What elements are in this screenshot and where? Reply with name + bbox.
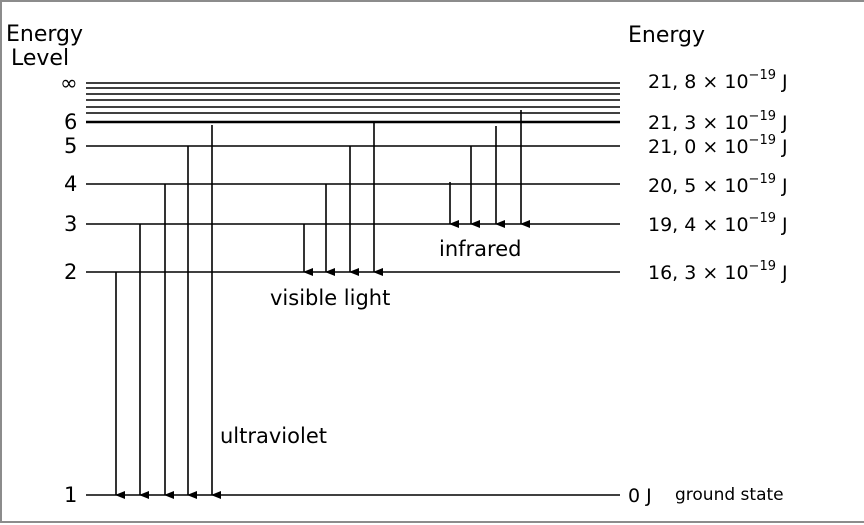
- level-label-2: 2: [64, 260, 77, 284]
- level-label-4: 4: [64, 172, 77, 196]
- energy-value-1: 0 J: [628, 485, 652, 507]
- svg-text:16, 3 × 10−19J: 16, 3 × 10−19J: [648, 259, 788, 284]
- visible-light-label: visible light: [270, 286, 390, 310]
- ultraviolet-arrows: [115, 125, 221, 499]
- svg-text:20, 5 × 10−19J: 20, 5 × 10−19J: [648, 172, 788, 197]
- energy-level-header: Energy: [6, 22, 83, 47]
- level-label-5: 5: [64, 134, 77, 158]
- svg-text:21, 0 × 10−19J: 21, 0 × 10−19J: [648, 133, 788, 158]
- ground-state-label: ground state: [675, 485, 784, 505]
- svg-text:21, 3 × 10−19J: 21, 3 × 10−19J: [648, 109, 788, 134]
- infrared-arrows: [449, 110, 530, 228]
- level-label-6: 6: [64, 110, 77, 134]
- level-label-3: 3: [64, 212, 77, 236]
- svg-text:21, 8 × 10−19J: 21, 8 × 10−19J: [648, 68, 788, 93]
- svg-text:19, 4 × 10−19J: 19, 4 × 10−19J: [648, 211, 788, 236]
- infrared-label: infrared: [439, 237, 521, 261]
- energy-header: Energy: [628, 23, 705, 48]
- continuum-lines: [86, 82, 620, 114]
- ultraviolet-label: ultraviolet: [220, 424, 327, 448]
- energy-level-header-line2: Level: [11, 46, 69, 71]
- level-label-infinity: ∞: [60, 71, 78, 95]
- level-label-1: 1: [64, 483, 77, 507]
- visible-arrows: [303, 122, 383, 276]
